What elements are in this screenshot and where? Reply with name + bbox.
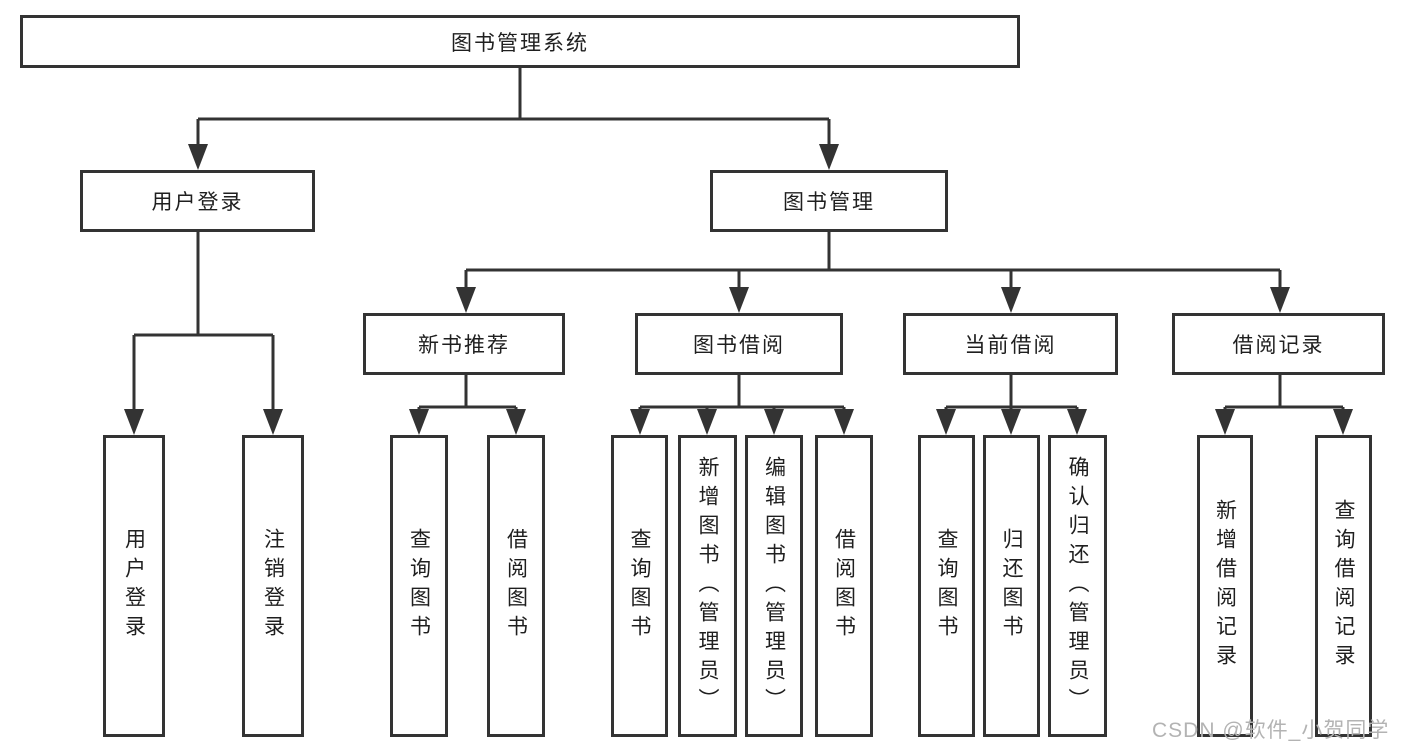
leaf-query-books-current: 查询图书 <box>918 435 975 737</box>
leaf-borrow-books-label: 借阅图书 <box>832 528 856 644</box>
csdn-watermark: CSDN @软件_小贺同学 <box>1152 719 1390 742</box>
leaf-logout-label: 注销登录 <box>261 528 285 644</box>
leaf-edit-books-admin: 编辑图书（管理员） <box>745 435 803 737</box>
tree-edges <box>132 68 1345 411</box>
leaf-query-books-recommend: 查询图书 <box>390 435 448 737</box>
leaf-query-books-recommend-label: 查询图书 <box>407 528 431 644</box>
leaf-borrow-books-recommend: 借阅图书 <box>487 435 545 737</box>
leaf-add-books-admin: 新增图书（管理员） <box>678 435 737 737</box>
node-book-management: 图书管理 <box>710 170 948 232</box>
leaf-confirm-return-admin: 确认归还（管理员） <box>1048 435 1107 737</box>
leaf-confirm-return-admin-label: 确认归还（管理员） <box>1066 455 1089 717</box>
leaf-logout: 注销登录 <box>242 435 304 737</box>
leaf-user-login: 用户登录 <box>103 435 165 737</box>
node-user-login: 用户登录 <box>80 170 315 232</box>
leaf-query-borrow-record: 查询借阅记录 <box>1315 435 1372 737</box>
leaf-add-books-admin-label: 新增图书（管理员） <box>696 455 719 717</box>
leaf-query-books-borrowing: 查询图书 <box>611 435 668 737</box>
leaf-return-books-label: 归还图书 <box>1000 528 1023 644</box>
leaf-query-borrow-record-label: 查询借阅记录 <box>1332 499 1355 673</box>
leaf-query-books-borrowing-label: 查询图书 <box>628 528 651 644</box>
leaf-query-books-current-label: 查询图书 <box>935 528 958 644</box>
arrowheads <box>124 144 1353 435</box>
node-root-library-system: 图书管理系统 <box>20 15 1020 68</box>
node-borrow-records: 借阅记录 <box>1172 313 1385 375</box>
leaf-add-borrow-record: 新增借阅记录 <box>1197 435 1253 737</box>
leaf-edit-books-admin-label: 编辑图书（管理员） <box>762 455 786 717</box>
leaf-return-books: 归还图书 <box>983 435 1040 737</box>
leaf-add-borrow-record-label: 新增借阅记录 <box>1213 499 1237 673</box>
leaf-borrow-books: 借阅图书 <box>815 435 873 737</box>
node-book-borrowing: 图书借阅 <box>635 313 843 375</box>
leaf-user-login-label: 用户登录 <box>122 528 146 644</box>
node-new-book-recommend: 新书推荐 <box>363 313 565 375</box>
node-current-borrowing: 当前借阅 <box>903 313 1118 375</box>
leaf-borrow-books-recommend-label: 借阅图书 <box>504 528 528 644</box>
